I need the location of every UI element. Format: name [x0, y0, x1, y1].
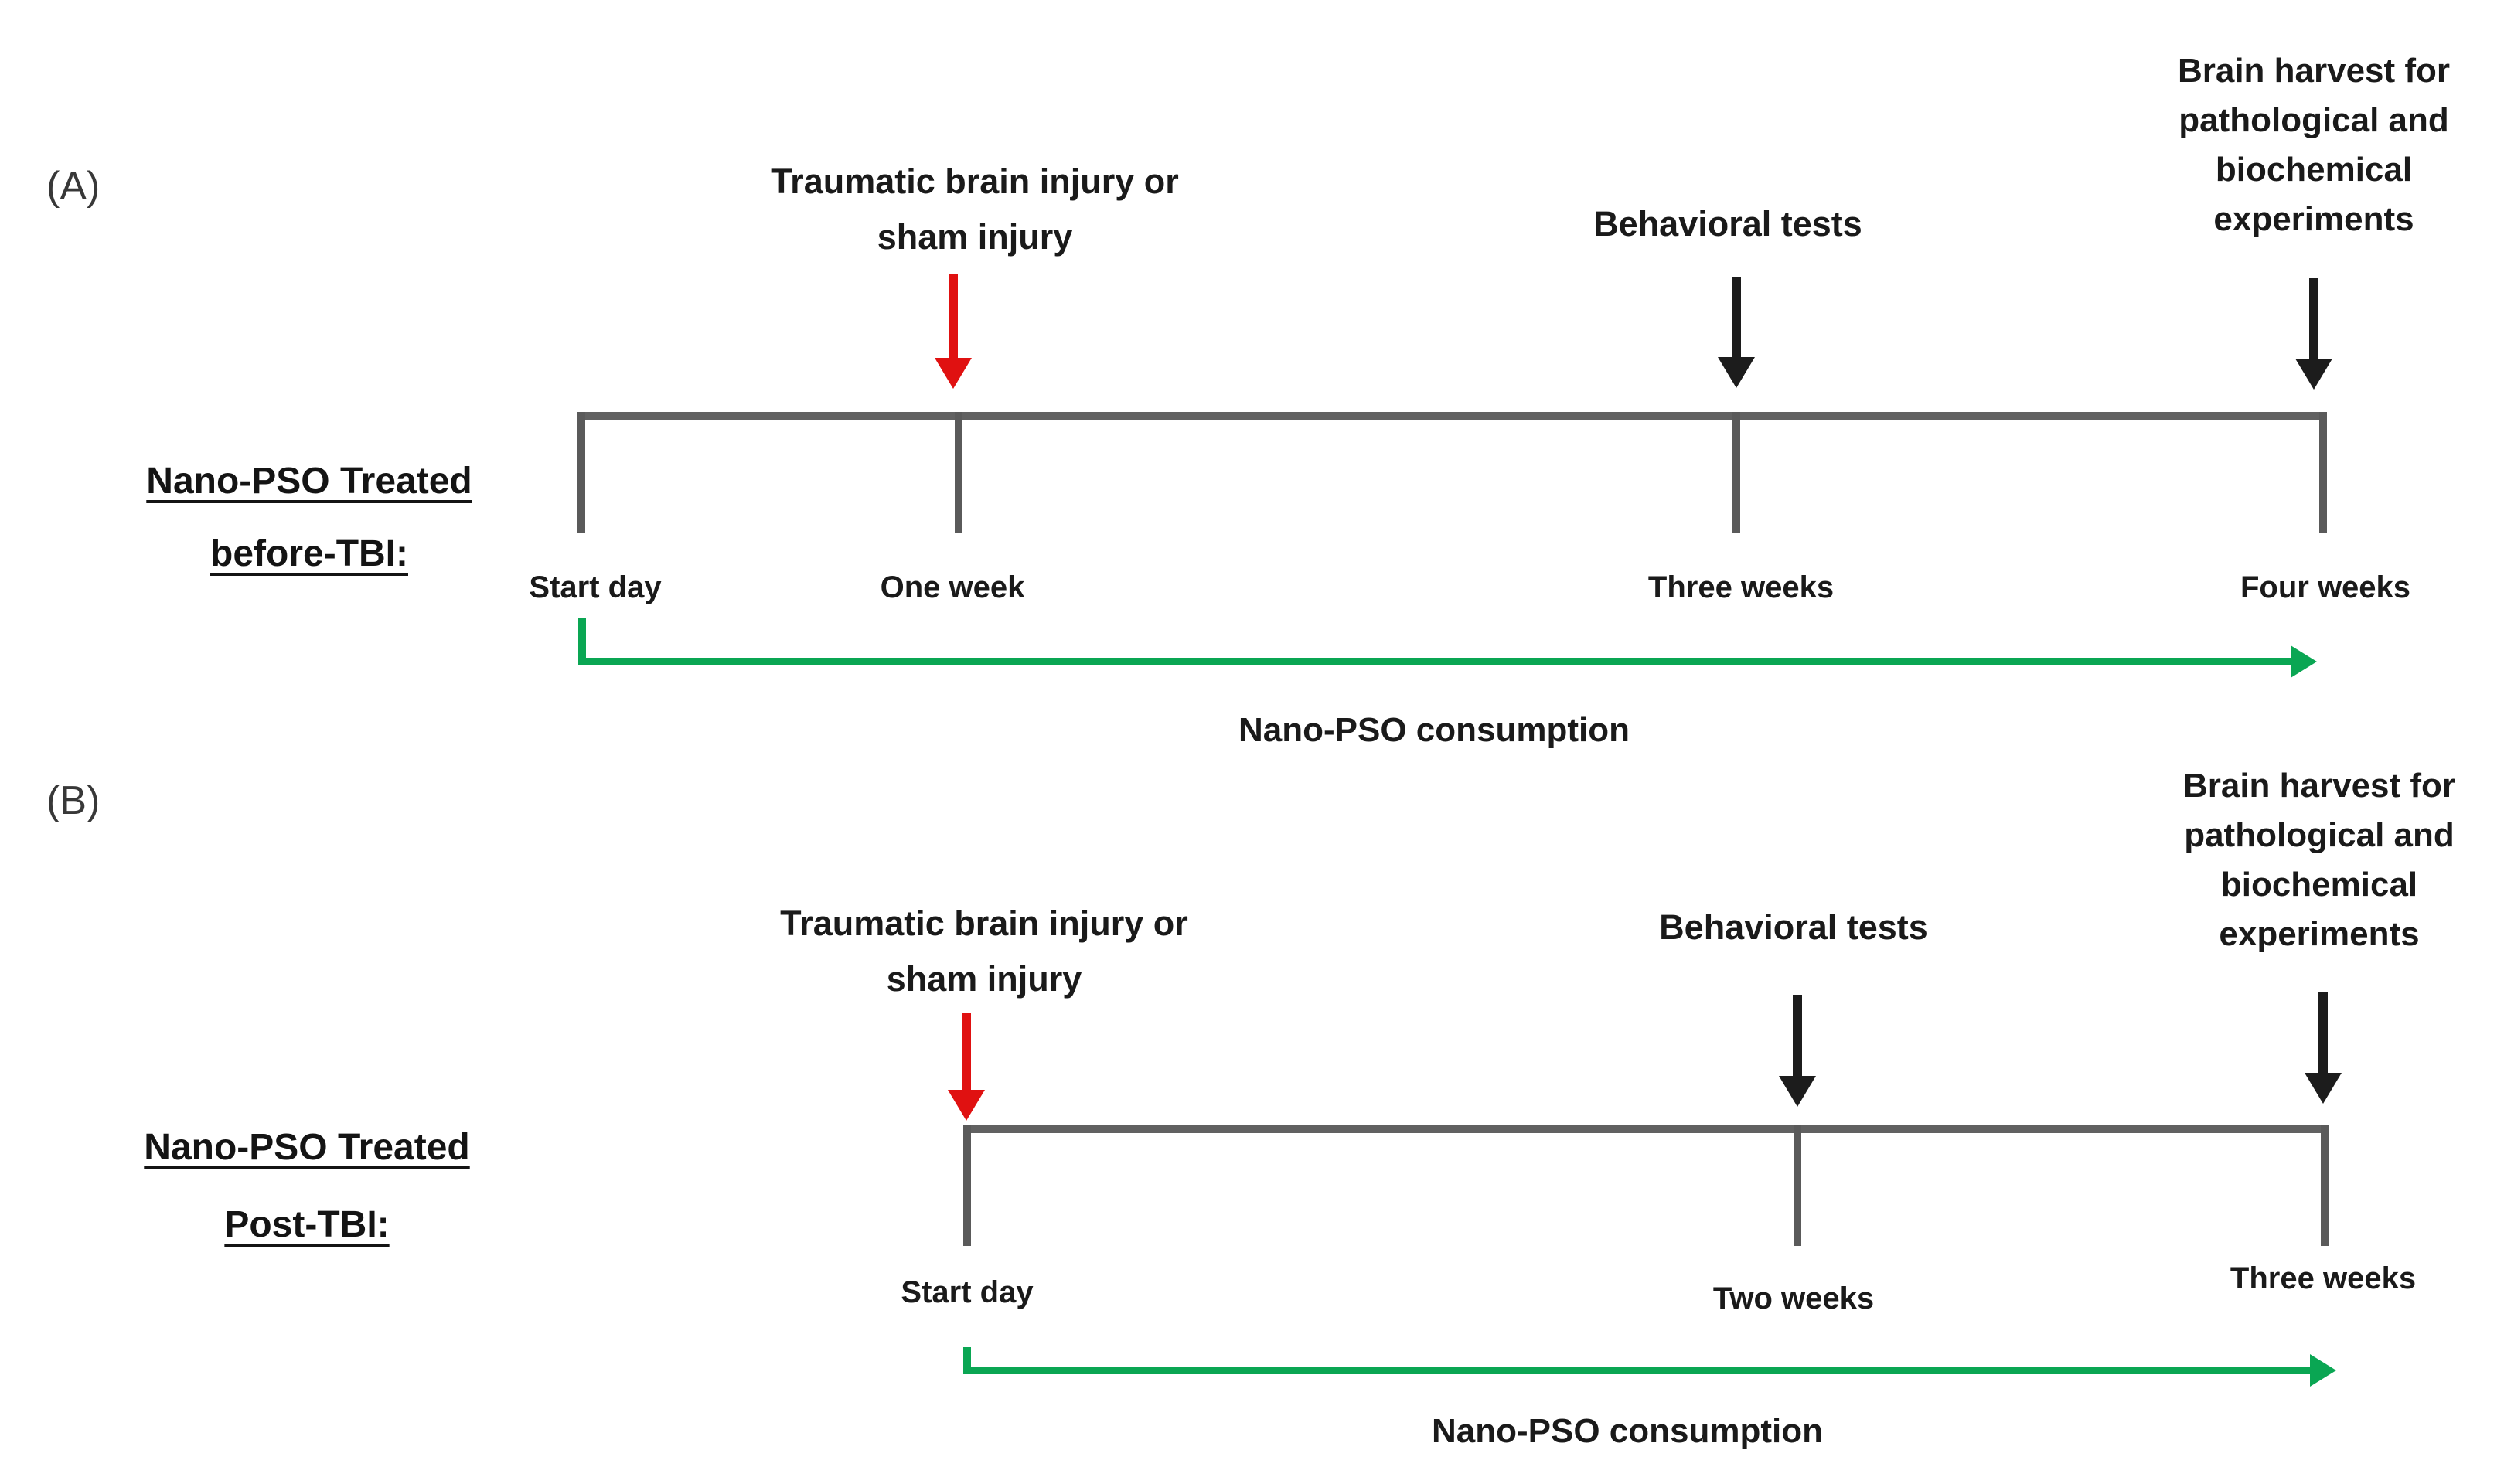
- panel-b-harvest-line4: experiments: [2219, 915, 2420, 953]
- panel-a-timepoint-three-weeks: Three weeks: [1647, 570, 1835, 604]
- panel-a-letter: (A): [46, 164, 101, 209]
- panel-b-behavioral-label: Behavioral tests: [1659, 907, 1928, 947]
- panel-a-timeline-bar: [577, 412, 2327, 420]
- panel-a-tick-start-day: [577, 412, 585, 533]
- panel-a-timepoint-one-week: One week: [880, 570, 1025, 604]
- panel-a-injury-annotation: Traumatic brain injury or sham injury: [771, 154, 1179, 265]
- panel-b-letter: (B): [46, 778, 101, 823]
- panel-b-timepoint-start-day: Start day: [901, 1275, 1034, 1309]
- panel-b-tick-three-weeks: [2321, 1125, 2329, 1246]
- panel-b-tbi-arrow-icon: [948, 1013, 985, 1121]
- panel-a-harvest-arrow-icon: [2295, 278, 2332, 390]
- panel-a-harvest-line2: pathological and: [2179, 101, 2449, 139]
- panel-a-tick-one-week: [955, 412, 962, 533]
- panel-b-timepoint-two-weeks: Two weeks: [1712, 1281, 1875, 1316]
- panel-a-group-label-line2: before-TBI:: [210, 533, 408, 574]
- panel-a-tick-three-weeks: [1732, 412, 1740, 533]
- panel-b-harvest-annotation: Brain harvest for pathological and bioch…: [2183, 761, 2455, 959]
- panel-a-harvest-line3: biochemical: [2215, 151, 2413, 189]
- panel-a-tick-four-weeks: [2319, 412, 2327, 533]
- panel-b-injury-line1: Traumatic brain injury or: [780, 904, 1188, 943]
- panel-b-injury-line2: sham injury: [886, 959, 1082, 999]
- panel-a-group-label-line1: Nano-PSO Treated: [146, 461, 472, 502]
- panel-a-injury-line1: Traumatic brain injury or: [771, 162, 1179, 201]
- panel-a-behavioral-label: Behavioral tests: [1593, 204, 1862, 243]
- panel-a-tbi-arrow-icon: [935, 274, 972, 389]
- panel-b-tick-two-weeks: [1794, 1125, 1801, 1246]
- panel-b-group-label-line1: Nano-PSO Treated: [144, 1127, 470, 1168]
- panel-a-injury-line2: sham injury: [877, 217, 1073, 257]
- panel-b-injury-annotation: Traumatic brain injury or sham injury: [780, 896, 1188, 1007]
- panel-b-behavioral-arrow-icon: [1779, 995, 1816, 1107]
- panel-a-consumption-label: Nano-PSO consumption: [1238, 711, 1630, 749]
- panel-b-consumption-label: Nano-PSO consumption: [1432, 1412, 1823, 1450]
- panel-b-harvest-line3: biochemical: [2220, 866, 2418, 904]
- panel-a-harvest-line1: Brain harvest for: [2177, 52, 2451, 90]
- panel-a-harvest-line4: experiments: [2213, 200, 2414, 238]
- panel-b-group-label-line2: Post-TBI:: [224, 1204, 390, 1245]
- panel-b-harvest-line1: Brain harvest for: [2182, 767, 2456, 805]
- panel-a-behavioral-arrow-icon: [1718, 277, 1755, 388]
- panel-a-timepoint-four-weeks: Four weeks: [2240, 570, 2411, 604]
- panel-b-harvest-line2: pathological and: [2184, 816, 2455, 854]
- panel-b-timeline-bar: [963, 1125, 2329, 1133]
- panel-a-harvest-annotation: Brain harvest for pathological and bioch…: [2178, 46, 2450, 244]
- panel-b-harvest-arrow-icon: [2305, 992, 2342, 1104]
- panel-b-tick-start-day: [963, 1125, 971, 1246]
- panel-b-timepoint-three-weeks: Three weeks: [2230, 1261, 2417, 1295]
- panel-a-timepoint-start-day: Start day: [529, 570, 662, 604]
